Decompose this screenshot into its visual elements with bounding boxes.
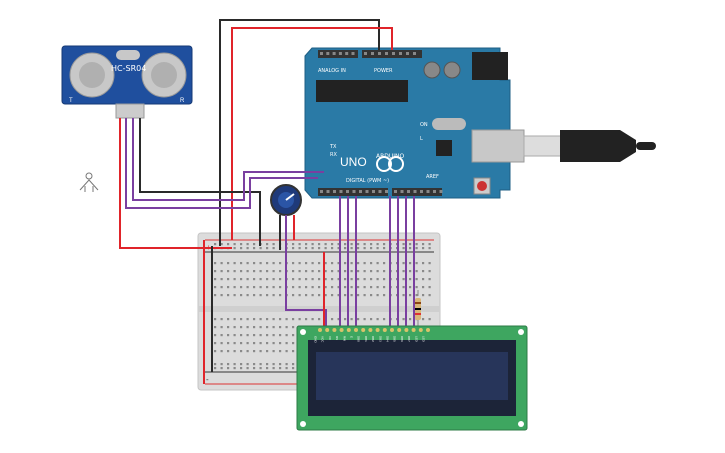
lcd-pin-label: RS [335,336,339,340]
analog-header [318,50,358,58]
lcd-pin-label: DB6 [400,336,404,342]
sensor-r-label: R [180,98,185,104]
aref-label: AREF [426,174,439,180]
lcd-pin-label: DB3 [378,336,382,342]
lcd-pin-label: LED [414,336,418,343]
lcd-pin [361,328,366,332]
lcd-pin-label: VCC [321,336,325,343]
lcd-pin-label: DB5 [393,336,397,342]
lcd-pin-label: DB4 [386,336,390,342]
lcd-pin-label: DB0 [357,336,361,342]
lcd-pin-label: DB7 [407,336,411,342]
lcd-pin [397,328,402,332]
uno-label: UNO [340,155,367,169]
power-jack [472,52,508,80]
rx-label: RX [330,152,337,158]
digital-label: DIGITAL (PWM ~) [346,178,389,184]
rail-minus-bottom: - [206,375,209,384]
lcd-pin-label: RW [342,336,346,341]
lcd-pin [346,328,351,332]
person-icon [79,172,99,192]
wires [119,19,415,384]
lcd-pin [404,328,409,332]
arduino-logo-icon [376,156,392,172]
potentiometer [270,184,302,216]
usb-port [471,129,525,163]
lcd-pin [382,328,387,332]
sensor-model: HC-SR04 [111,64,146,73]
lcd-pin-label: DB1 [364,336,368,342]
lcd-pin [332,328,337,332]
on-label: ON [420,122,428,128]
lcd-pin [411,328,416,332]
lcd-screen [316,352,508,400]
arduino-brand: ARDUINO [376,153,405,160]
lcd-pin [426,328,430,332]
hc-sr04-sensor: HC-SR04 T R [61,45,193,119]
lcd-pin [318,328,322,332]
analog-in-label: ANALOG IN [318,68,346,74]
l-label: L [420,136,423,142]
lcd-pin [418,328,423,332]
tx-label: TX [329,144,337,150]
lcd-pin-label: V0 [328,336,332,340]
atmega-chip [316,80,408,102]
lcd-pin-label: GND [314,336,318,344]
lcd-pin [325,328,330,332]
lcd-pin [390,328,394,332]
digital-header-right [392,188,442,196]
lcd-pin-label: DB2 [371,336,375,342]
lcd-pin-label: LED [422,336,426,343]
arduino-uno: ANALOG IN POWER UNO ARDUINO DIGITAL (PWM… [304,47,525,199]
lcd-pin [375,328,380,332]
lcd-pin-label: E [350,336,354,338]
lcd-pin [368,328,373,332]
usb-cable [523,130,656,162]
sensor-t-label: T [69,98,73,104]
power-label: POWER [374,68,393,74]
lcd-pin [339,328,344,332]
lcd-pin [354,328,358,332]
